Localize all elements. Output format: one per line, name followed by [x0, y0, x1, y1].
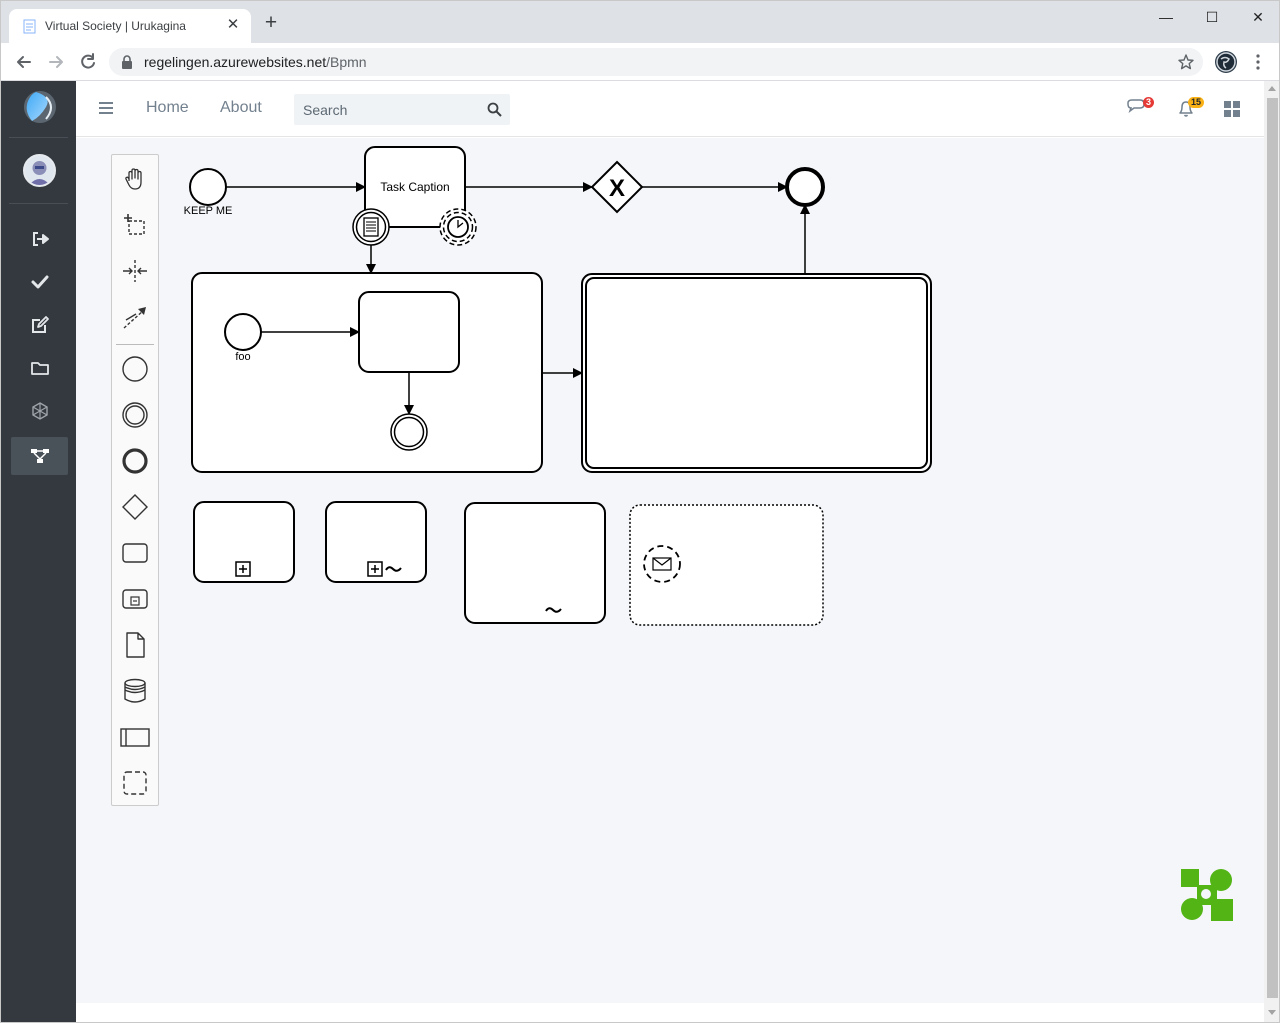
app-sidebar: [1, 81, 76, 1022]
notifications-button[interactable]: 15: [1176, 97, 1205, 119]
bpmn-palette: [111, 154, 159, 806]
messages-count-badge: 3: [1143, 97, 1155, 108]
globe-icon: [1216, 52, 1236, 72]
reload-icon[interactable]: [75, 49, 101, 75]
adhoc-subprocess[interactable]: [464, 502, 606, 624]
inner-start-label: foo: [235, 351, 250, 363]
inner-start-event[interactable]: [224, 313, 262, 351]
intermediate-event-tool-icon[interactable]: [120, 400, 150, 430]
scroll-up-arrow-icon[interactable]: [1268, 86, 1276, 91]
inner-intermediate-event[interactable]: [390, 413, 428, 451]
conditional-boundary-event[interactable]: [352, 208, 390, 246]
exclusive-gateway[interactable]: X: [590, 160, 644, 214]
end-event[interactable]: [785, 167, 825, 207]
close-window-button[interactable]: ✕: [1252, 9, 1264, 25]
lasso-tool-icon[interactable]: [120, 210, 150, 240]
group-tool-icon[interactable]: [120, 768, 150, 798]
notifications-count-badge: 15: [1188, 97, 1205, 108]
adhoc-marker-icon: [385, 566, 402, 572]
sidebar-divider: [9, 203, 68, 204]
app-logo-icon[interactable]: [22, 89, 58, 125]
nav-about-link[interactable]: About: [220, 99, 262, 116]
transaction-subprocess[interactable]: [581, 273, 932, 473]
palette-separator: [116, 344, 154, 345]
messages-button[interactable]: 3: [1126, 97, 1155, 119]
event-subprocess[interactable]: [629, 504, 824, 626]
data-store-tool-icon[interactable]: [120, 676, 150, 706]
lock-icon: [122, 55, 132, 69]
url-path: /Bpmn: [326, 54, 367, 70]
sidebar-item-bpmn[interactable]: [11, 437, 68, 475]
profile-avatar[interactable]: [1215, 51, 1237, 73]
sidebar-item-edit[interactable]: [11, 306, 68, 344]
footer-strip: [76, 1003, 1264, 1022]
page-scrollbar[interactable]: [1264, 81, 1279, 1022]
network-icon: [31, 402, 48, 420]
collapsed-adhoc-subprocess[interactable]: [325, 501, 427, 583]
start-event-label: KEEP ME: [184, 205, 233, 217]
collapsed-subprocess[interactable]: [193, 501, 295, 583]
inner-task[interactable]: [358, 291, 460, 373]
bell-icon: [1179, 101, 1193, 117]
data-object-tool-icon[interactable]: [120, 630, 150, 660]
sidebar-item-folders[interactable]: [11, 349, 68, 387]
app-header: Home About 3 15: [76, 81, 1264, 137]
adhoc-marker-icon: [545, 607, 562, 613]
new-tab-button[interactable]: +: [264, 11, 278, 34]
menu-kebab-icon[interactable]: [1251, 52, 1265, 72]
minimize-button[interactable]: —: [1159, 9, 1173, 25]
browser-toolbar: regelingen.azurewebsites.net/Bpmn: [1, 43, 1279, 81]
sign-out-icon: [32, 232, 49, 246]
gateway-tool-icon[interactable]: [120, 492, 150, 522]
user-portrait-icon: [25, 156, 54, 185]
global-connect-tool-icon[interactable]: [120, 302, 150, 332]
scroll-down-arrow-icon[interactable]: [1268, 1010, 1276, 1015]
url-text: regelingen.azurewebsites.net/Bpmn: [144, 54, 367, 70]
tab-title: Virtual Society | Urukagina: [45, 19, 186, 33]
apps-grid-icon[interactable]: [1223, 100, 1241, 118]
nav-home-link[interactable]: Home: [146, 99, 189, 116]
hand-tool-icon[interactable]: [120, 164, 150, 194]
search-box: [294, 94, 510, 125]
bpmn-io-logo-icon[interactable]: [1181, 869, 1233, 921]
hamburger-menu-icon[interactable]: [98, 100, 114, 116]
start-event-tool-icon[interactable]: [120, 354, 150, 384]
sitemap-icon: [30, 449, 49, 463]
edit-icon: [31, 316, 49, 333]
check-icon: [31, 275, 48, 289]
gateway-mark: X: [609, 175, 625, 202]
search-input[interactable]: [294, 94, 479, 125]
document-icon: [23, 19, 36, 34]
search-icon[interactable]: [487, 102, 502, 117]
url-host: regelingen.azurewebsites.net: [144, 54, 327, 70]
end-event-tool-icon[interactable]: [120, 446, 150, 476]
tab-strip: Virtual Society | Urukagina ✕ + — ☐ ✕: [1, 1, 1279, 43]
user-avatar[interactable]: [23, 154, 56, 187]
maximize-button[interactable]: ☐: [1205, 9, 1219, 25]
tab-close-icon[interactable]: ✕: [226, 16, 240, 33]
sidebar-divider: [9, 137, 68, 138]
bpmn-canvas[interactable]: KEEP ME Task Caption X: [76, 138, 1264, 1003]
participant-tool-icon[interactable]: [120, 722, 150, 752]
sidebar-item-tasks[interactable]: [11, 263, 68, 301]
back-icon[interactable]: [11, 49, 37, 75]
browser-tab[interactable]: Virtual Society | Urukagina ✕: [9, 9, 251, 43]
forward-icon[interactable]: [43, 49, 69, 75]
start-event[interactable]: [189, 168, 227, 206]
sidebar-item-logout[interactable]: [11, 220, 68, 258]
task-caption: Task Caption: [380, 180, 449, 194]
scroll-thumb[interactable]: [1267, 98, 1278, 998]
sidebar-item-network[interactable]: [11, 392, 68, 430]
folder-icon: [30, 362, 49, 375]
bookmark-star-icon[interactable]: [1177, 53, 1195, 71]
subprocess-tool-icon[interactable]: [120, 584, 150, 614]
document-icon: [363, 217, 379, 237]
task-tool-icon[interactable]: [120, 538, 150, 568]
timer-boundary-event[interactable]: [439, 208, 477, 246]
address-bar[interactable]: regelingen.azurewebsites.net/Bpmn: [109, 48, 1203, 76]
space-tool-icon[interactable]: [120, 256, 150, 286]
